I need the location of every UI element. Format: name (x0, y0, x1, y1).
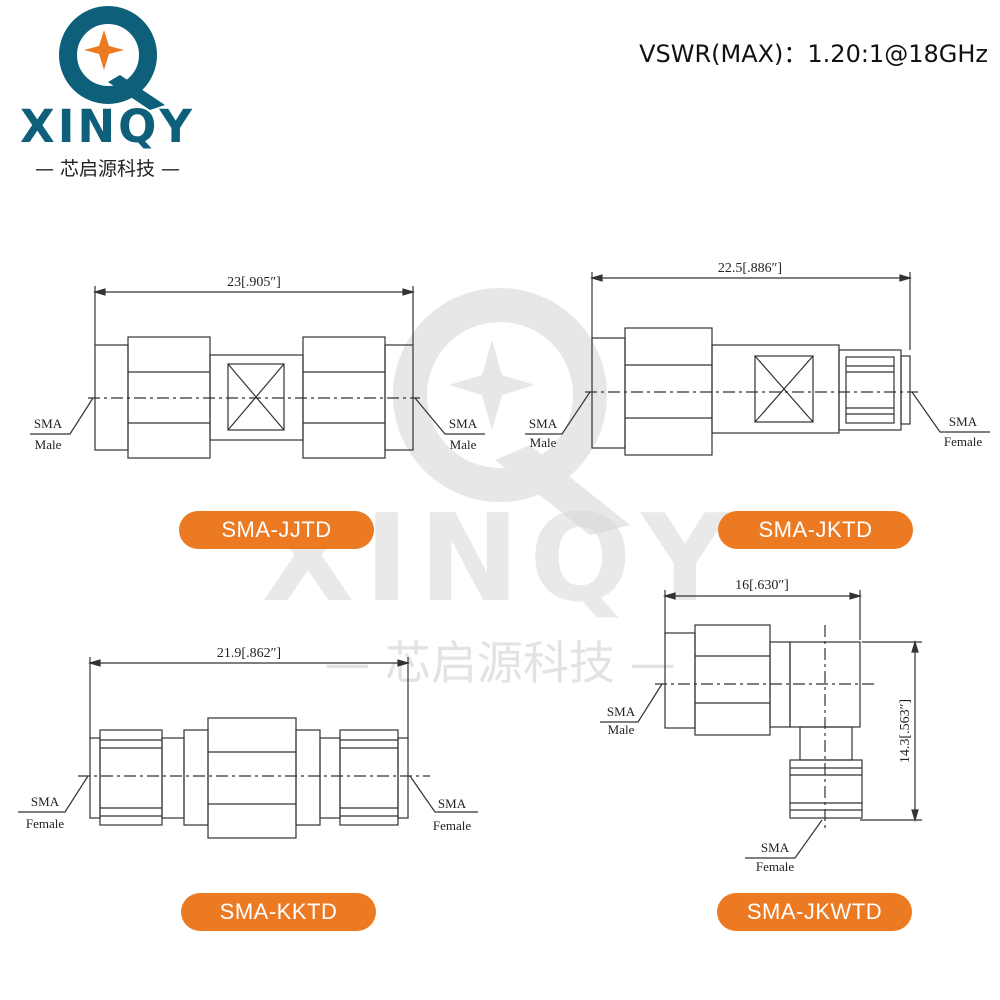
brand-name: XINQY (20, 100, 195, 153)
dimension-jktd: 22.5[.886″] (718, 261, 782, 276)
label-jjtd-right-gender: Male (450, 437, 477, 452)
dimension-kktd: 21.9[.862″] (217, 646, 281, 661)
label-jktd-right-gender: Female (944, 434, 982, 449)
label-jjtd-left-type: SMA (34, 416, 63, 431)
label-jkwtd-left-gender: Male (608, 722, 635, 737)
drawing-sma-jktd (525, 272, 990, 456)
label-jkwtd-bottom-type: SMA (761, 840, 790, 855)
label-jkwtd-bottom-gender: Female (756, 859, 794, 874)
label-kktd-right-type: SMA (438, 796, 467, 811)
label-kktd-right-gender: Female (433, 818, 471, 833)
dimension-jjtd: 23[.905″] (227, 275, 281, 290)
q-emblem-icon (59, 6, 165, 110)
label-jkwtd-left-type: SMA (607, 704, 636, 719)
label-jktd-left-type: SMA (529, 416, 558, 431)
model-label-sma-jjtd: SMA-JJTD (179, 511, 374, 549)
label-kktd-left-gender: Female (26, 816, 64, 831)
label-jjtd-left-gender: Male (35, 437, 62, 452)
drawing-sma-jjtd (30, 286, 485, 459)
dimension-jkwtd-vertical: 14.3[.563″] (898, 699, 913, 763)
model-label-sma-jktd: SMA-JKTD (718, 511, 913, 549)
drawing-sma-kktd (18, 657, 478, 839)
label-jktd-left-gender: Male (530, 435, 557, 450)
drawing-sma-jkwtd (600, 590, 922, 859)
label-jktd-right-type: SMA (949, 414, 978, 429)
brand-chinese-name: — 芯启源科技 — (34, 158, 181, 180)
watermark-q-icon (393, 288, 630, 535)
label-jjtd-right-type: SMA (449, 416, 478, 431)
brand-logo: XINQY — 芯启源科技 — (0, 0, 215, 179)
dimension-jkwtd-horizontal: 16[.630″] (735, 578, 789, 593)
label-kktd-left-type: SMA (31, 794, 60, 809)
vswr-spec: VSWR(MAX)：1.20:1@18GHz (639, 40, 988, 68)
model-label-sma-jkwtd: SMA-JKWTD (717, 893, 912, 931)
model-label-sma-kktd: SMA-KKTD (181, 893, 376, 931)
